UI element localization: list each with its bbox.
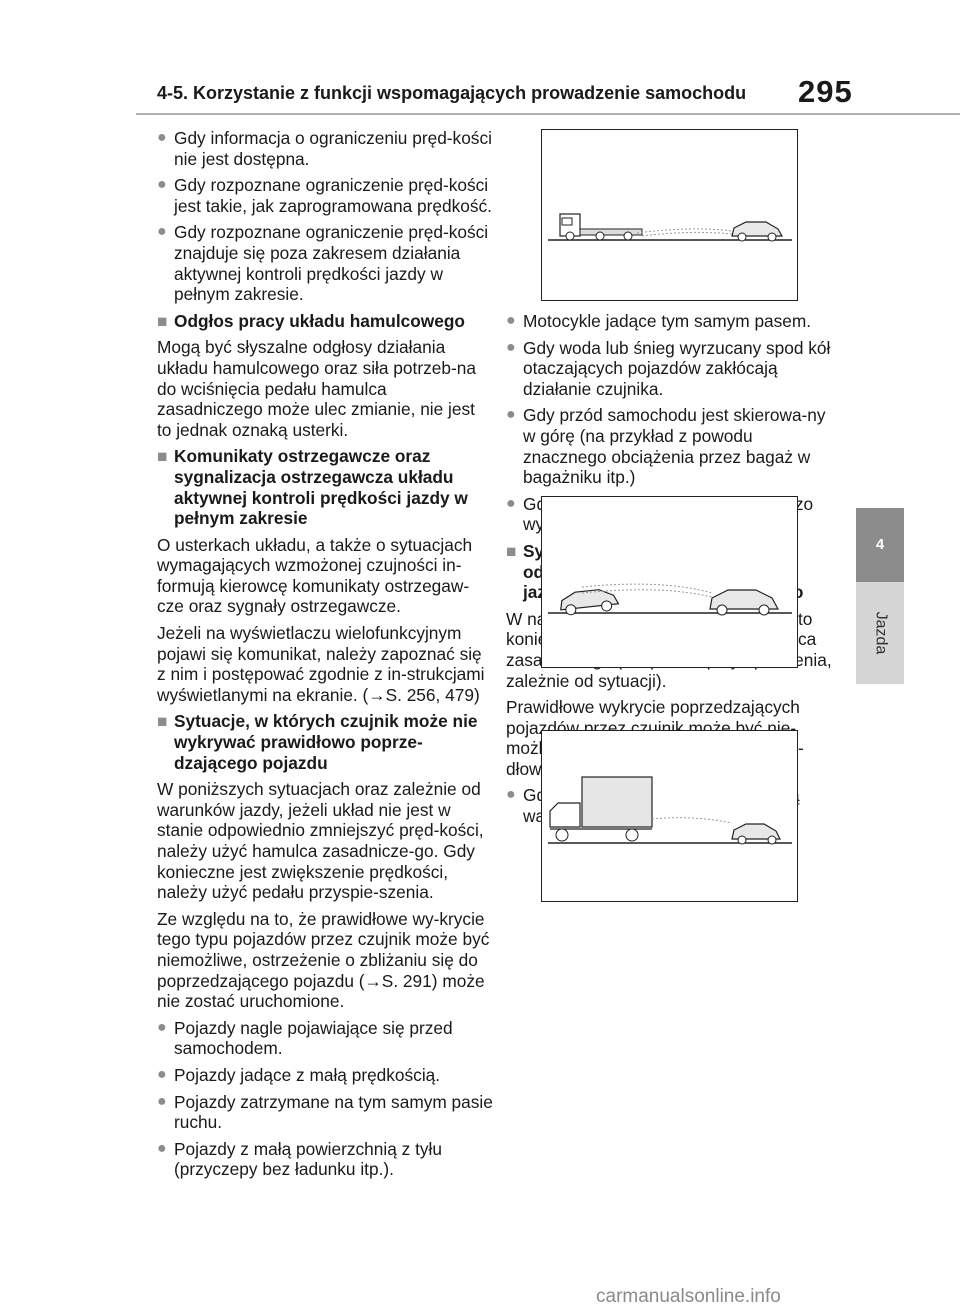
bullet-text: Gdy przód samochodu jest skierowa-ny w g… [523, 405, 826, 488]
paragraph: Ze względu na to, że prawidłowe wy-kryci… [157, 908, 490, 1012]
bullet-item: ● Pojazdy z małą powierzchnią z tyłu (prz… [157, 1139, 493, 1180]
bullet-text: Pojazdy nagle pojawiające się przed samo… [174, 1017, 453, 1059]
bullet-text: Pojazdy zatrzymane na tym samym pasie ru… [174, 1091, 493, 1133]
bullet-text: Pojazdy z małą powierzchnią z tyłu (przy… [174, 1138, 442, 1180]
paragraph: Jeżeli na wyświetlaczu wielofunkcyjnym p… [157, 623, 485, 705]
header-title: 4-5. Korzystanie z funkcji wspomagającyc… [157, 83, 747, 103]
bullet-item: ● Gdy przód samochodu jest skierowa-ny w … [506, 405, 834, 487]
heading-text: Sytuacje, w których czujnik może nie wyk… [174, 711, 478, 773]
chapter-tab-number[interactable]: 4 [856, 508, 904, 582]
bullet-item: ● Motocykle jadące tym samym pasem. [506, 311, 834, 332]
heading-text: Komunikaty ostrzegawcze oraz sygnalizacj… [174, 446, 468, 529]
bullet-item: ● Pojazdy zatrzymane na tym samym pasie r… [157, 1092, 493, 1133]
bullet-item: ● Pojazdy jadące z małą prędkością. [157, 1065, 493, 1086]
page-number: 295 [798, 74, 853, 109]
bullet-text: Gdy rozpoznane ograniczenie pręd-kości z… [174, 222, 489, 305]
square-marker-icon: ■ [157, 310, 168, 331]
paragraph: W poniższych sytuacjach oraz zależnie od… [157, 779, 484, 903]
header-divider [136, 113, 960, 115]
low-trailer-ahead-illustration [548, 213, 792, 242]
bullet-dot-icon: ● [157, 1139, 167, 1157]
figure-low-trailer [541, 129, 798, 301]
paragraph: O usterkach układu, a także o sytuacjach… [157, 534, 473, 617]
heading-text: Odgłos pracy układu hamulcowego [174, 310, 465, 331]
bullet-item: ● Gdy informacja o ograniczeniu pręd-kośc… [157, 128, 493, 169]
bullet-dot-icon: ● [157, 1018, 167, 1036]
bullet-item: ● Gdy woda lub śnieg wyrzucany spod kół o… [506, 338, 834, 400]
square-marker-icon: ■ [157, 446, 168, 467]
bullet-text: Gdy rozpoznane ograniczenie pręd-kości j… [174, 175, 492, 216]
nose-up-car-illustration [548, 583, 792, 616]
bullet-item: ● Gdy rozpoznane ograniczenie pręd-kości … [157, 175, 493, 216]
bullet-dot-icon: ● [506, 494, 516, 512]
figure-high-clearance-truck [541, 730, 798, 902]
bullet-dot-icon: ● [506, 786, 516, 804]
paragraph: Mogą być słyszalne odgłosy działania ukł… [157, 337, 476, 440]
bullet-dot-icon: ● [157, 1065, 167, 1083]
bullet-dot-icon: ● [157, 223, 167, 241]
footer-watermark[interactable]: carmanualsonline.info [596, 1286, 781, 1307]
section-heading: ■ Odgłos pracy układu hamulcowego [157, 311, 493, 332]
bullet-dot-icon: ● [506, 406, 516, 424]
bullet-text: Motocykle jadące tym samym pasem. [523, 311, 812, 331]
high-clearance-truck-illustration [548, 776, 792, 845]
section-heading: ■ Komunikaty ostrzegawcze oraz sygnalizac… [157, 446, 493, 528]
left-column: ● Gdy informacja o ograniczeniu pręd-kośc… [157, 128, 493, 1186]
bullet-text: Gdy informacja o ograniczeniu pręd-kości… [174, 128, 492, 169]
bullet-item: ● Pojazdy nagle pojawiające się przed sam… [157, 1018, 493, 1059]
figure-nose-up-car [541, 496, 798, 668]
chapter-tab-label: Jazda [856, 582, 904, 684]
bullet-dot-icon: ● [506, 338, 516, 356]
bullet-dot-icon: ● [157, 129, 167, 146]
chapter-label-text: Jazda [871, 611, 889, 655]
bullet-dot-icon: ● [506, 312, 516, 329]
bullet-text: Pojazdy jadące z małą prędkością. [174, 1064, 441, 1085]
section-heading: ■ Sytuacje, w których czujnik może nie wy… [157, 711, 493, 773]
chapter-tab-strip [856, 582, 904, 684]
square-marker-icon: ■ [157, 711, 168, 732]
square-marker-icon: ■ [506, 540, 517, 561]
bullet-text: Gdy woda lub śnieg wyrzucany spod kół ot… [523, 337, 831, 399]
bullet-dot-icon: ● [157, 1092, 167, 1110]
bullet-dot-icon: ● [157, 176, 167, 194]
bullet-item: ● Gdy rozpoznane ograniczenie pręd-kości … [157, 222, 493, 304]
